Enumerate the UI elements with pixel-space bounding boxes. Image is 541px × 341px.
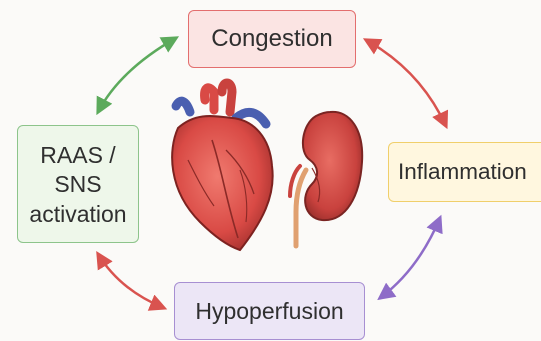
arrow-inflammation-hypoperfusion (380, 218, 440, 298)
kidney-icon (290, 112, 362, 246)
hypoperfusion-node: Hypoperfusion (174, 282, 365, 340)
congestion-node: Congestion (188, 10, 356, 68)
arrow-congestion-inflammation (366, 40, 446, 126)
congestion-label: Congestion (211, 25, 332, 53)
raas-sns-activation-node: RAAS / SNS activation (17, 125, 139, 243)
inflammation-label: Inflammation (398, 159, 527, 185)
arrow-hypoperfusion-raas (98, 254, 164, 308)
hypoperfusion-label: Hypoperfusion (195, 298, 343, 325)
arrow-raas-congestion (98, 38, 176, 112)
raas-sns-activation-label: RAAS / SNS activation (29, 141, 126, 229)
inflammation-node: Inflammation (388, 142, 541, 202)
heart-icon (172, 83, 273, 250)
